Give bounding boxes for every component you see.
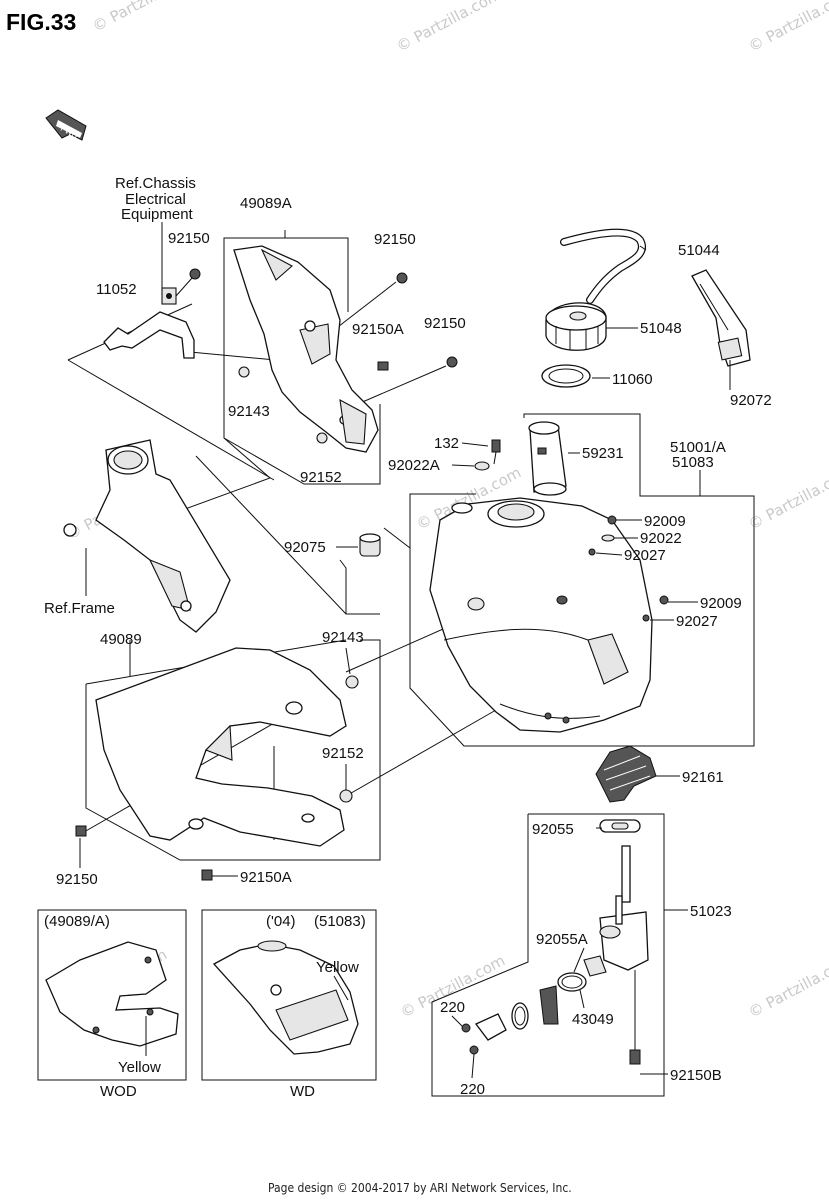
inset-right-year: ('04): [266, 913, 296, 930]
shroud-49089: [95, 647, 347, 847]
label-43049: 43049: [572, 1011, 614, 1028]
frame-section: [63, 439, 231, 633]
inset-wd: [201, 909, 377, 1081]
inset-left-header: (49089/A): [44, 913, 110, 930]
label-51001A: 51001/A: [670, 439, 726, 456]
label-92055A: 92055A: [536, 931, 588, 948]
watermark: © Partzilla.com: [745, 463, 829, 533]
fasteners-upper: [238, 272, 458, 444]
fwd-arrow-icon: FWD: [45, 109, 87, 141]
petcock-51023: [461, 819, 649, 1065]
page-footer: Page design © 2004-2017 by ARI Network S…: [268, 1181, 572, 1195]
label-220: 220: [460, 1081, 485, 1098]
inner-cover-49089A: [233, 245, 379, 453]
figure-title: FIG.33: [6, 9, 76, 35]
watermark: © Partzilla.com: [393, 0, 504, 56]
label-92150A: 92150A: [240, 869, 292, 886]
label-92143: 92143: [228, 403, 270, 420]
fuel-tube-51044: [560, 228, 646, 304]
label-92072: 92072: [730, 392, 772, 409]
label-132: 132: [434, 435, 459, 452]
damper-92075: [359, 533, 381, 557]
gasket-11060: [541, 364, 591, 388]
inset-left-footer: WOD: [100, 1083, 137, 1100]
ref-chassis-line2: Electrical: [125, 191, 186, 208]
label-92022: 92022: [640, 530, 682, 547]
bolt-132: [474, 439, 501, 471]
inset-right-part: (51083): [314, 913, 366, 930]
fuel-tank-51001A: [429, 497, 653, 733]
label-11060: 11060: [612, 371, 653, 388]
label-51048: 51048: [640, 320, 682, 337]
label-92150: 92150: [56, 871, 98, 888]
bracket-11052: [103, 268, 201, 359]
tank-cap-51048: [545, 302, 607, 351]
label-92161: 92161: [682, 769, 724, 786]
part-labels: 49089A 92150 92150 11052 92150A 92150 92…: [56, 195, 772, 1098]
leader-lines: [67, 230, 755, 1097]
label-92150A: 92150A: [352, 321, 404, 338]
inset-right-footer: WD: [290, 1083, 315, 1100]
label-92150: 92150: [424, 315, 466, 332]
label-92055: 92055: [532, 821, 574, 838]
inset-right-color: Yellow: [316, 959, 359, 976]
inset-left-color: Yellow: [118, 1059, 161, 1076]
label-92152: 92152: [322, 745, 364, 762]
label-92152: 92152: [300, 469, 342, 486]
pad-92161: [595, 745, 657, 803]
label-49089A: 49089A: [240, 195, 292, 212]
fasteners-tank: [588, 515, 669, 622]
label-51083: 51083: [672, 454, 714, 471]
label-49089: 49089: [100, 631, 142, 648]
watermark: © Partzilla.com: [745, 0, 829, 56]
label-92027: 92027: [676, 613, 718, 630]
label-92150B: 92150B: [670, 1067, 722, 1084]
label-92009: 92009: [644, 513, 686, 530]
label-92150: 92150: [374, 231, 416, 248]
label-92143: 92143: [322, 629, 364, 646]
label-92150: 92150: [168, 230, 210, 247]
ref-chassis-line1: Ref.Chassis: [115, 175, 196, 192]
filter-59231: [528, 421, 567, 496]
label-92022A: 92022A: [388, 457, 440, 474]
label-220: 220: [440, 999, 465, 1016]
label-92027: 92027: [624, 547, 666, 564]
label-59231: 59231: [582, 445, 624, 462]
watermark: © Partzilla.com: [745, 951, 829, 1021]
ref-frame: Ref.Frame: [44, 600, 115, 617]
label-92009: 92009: [700, 595, 742, 612]
label-51023: 51023: [690, 903, 732, 920]
label-92075: 92075: [284, 539, 326, 556]
watermark: © Partzilla.com: [89, 0, 200, 36]
ref-chassis-line3: Equipment: [121, 206, 194, 223]
inset-wod: [37, 909, 187, 1081]
label-11052: 11052: [96, 281, 137, 298]
label-51044: 51044: [678, 242, 720, 259]
strap-92072: [691, 269, 751, 367]
